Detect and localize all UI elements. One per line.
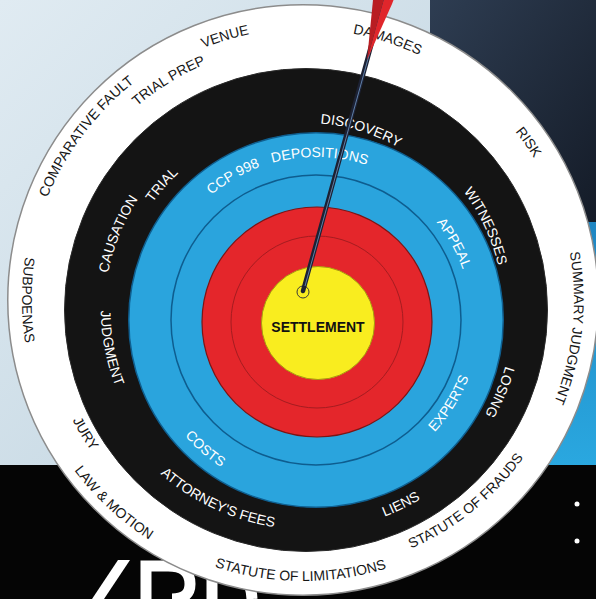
ring-label: EXPERTS <box>425 372 472 434</box>
ring-label-path: STATUTE OF LIMITATIONS <box>214 554 388 584</box>
ring-label: SUMMARY JUDGMENT <box>551 250 587 407</box>
black-ring: DISCOVERYWITNESSESLOSINGLIENSATTORNEY'S … <box>64 68 548 552</box>
ring-label: APPEAL <box>434 214 475 270</box>
ring-label: SUBPOENAS <box>19 256 38 344</box>
ring-label: CCP 998 <box>203 155 261 198</box>
ring-label-path: JUDGMENT <box>98 310 128 388</box>
ring-label-path: CCP 998 <box>203 155 261 198</box>
ring-label: STATUTE OF LIMITATIONS <box>214 554 388 584</box>
ring-disc <box>65 69 548 552</box>
ring-label: JUDGMENT <box>98 310 128 388</box>
red-ring <box>202 207 432 437</box>
ring-label-path: COSTS <box>182 427 228 470</box>
ring-label-path: DAMAGES <box>352 21 424 58</box>
red-inner-line <box>231 236 403 408</box>
ring-disc <box>129 133 504 508</box>
ring-label: DAMAGES <box>352 21 424 58</box>
ring-disc <box>8 5 596 596</box>
center-label: SETTLEMENT <box>261 266 375 380</box>
ring-label-path: SUBPOENAS <box>19 256 38 344</box>
ring-label-path: VENUE <box>199 22 250 51</box>
ring-label-path: CAUSATION <box>95 192 140 274</box>
ring-label-path: RISK <box>513 124 545 161</box>
ring-label: DEPOSITIONS <box>269 144 370 168</box>
arrow-fletching <box>367 0 397 60</box>
arrow-shaft-highlight <box>305 0 386 286</box>
ring-label-path: APPEAL <box>434 214 475 270</box>
ring-label: CAUSATION <box>95 192 140 274</box>
center-mark <box>297 286 309 298</box>
ring-label: RISK <box>513 124 545 161</box>
arrow-fletching <box>367 0 386 60</box>
blue-inner-line <box>171 175 461 465</box>
outer-white-ring: VENUE DAMAGES RISK SUMMARY JUDGMENT STATUTE … <box>7 4 596 596</box>
bullet-dot <box>575 502 580 507</box>
ring-label: COSTS <box>182 427 228 470</box>
bullet-dot <box>575 539 580 544</box>
ring-label-path: SUMMARY JUDGMENT <box>551 250 587 407</box>
ring-label-path: DEPOSITIONS <box>269 144 370 168</box>
ring-label-path: EXPERTS <box>425 372 472 434</box>
ring-label: VENUE <box>199 22 250 51</box>
yellow-bullseye: SETTLEMENT <box>261 266 375 380</box>
glyph-fragment <box>92 560 130 599</box>
ring-disc <box>262 267 375 380</box>
glyph-fragment <box>146 566 190 599</box>
blue-ring: DEPOSITIONS APPEAL EXPERTS COSTS CCP 998SETT… <box>128 132 504 508</box>
arrow-shaft <box>303 0 386 291</box>
